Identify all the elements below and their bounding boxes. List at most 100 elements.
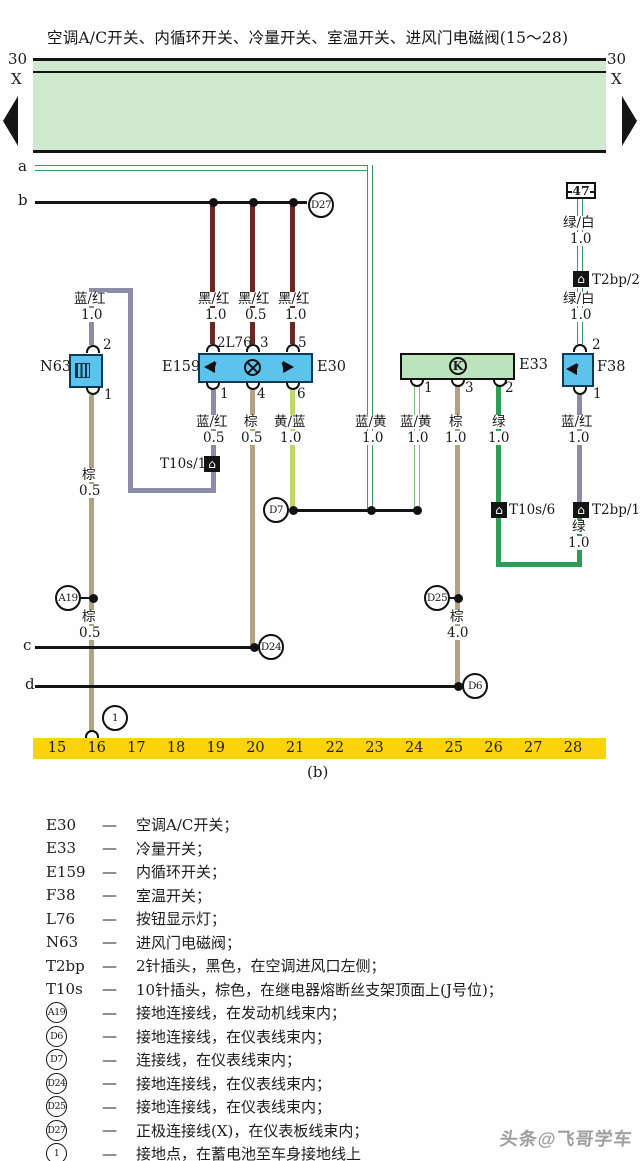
wire-e33-pin1 <box>414 386 420 512</box>
legend-desc: 10针插头，棕色，在继电器熔断丝支架顶面上(J号位)； <box>136 980 503 999</box>
wire-label: 4.0 <box>446 625 470 641</box>
pin-number: 1 <box>220 386 229 402</box>
legend-code: L76 <box>46 909 76 928</box>
rail-30-left: 30 <box>8 50 28 68</box>
legend-row: N63—进风门电磁阀； <box>46 931 241 955</box>
legend-row: D25—接地连接线，在仪表线束内； <box>46 1095 331 1119</box>
wire-label: 1.0 <box>569 307 593 323</box>
junction-dot <box>288 505 298 515</box>
legend-code-circle: D7 <box>46 1049 67 1071</box>
legend-desc: 内循环开关； <box>136 863 227 882</box>
connector-t10s6-icon: ⌂ <box>491 502 507 518</box>
connector-label: T10s/6 <box>509 502 556 518</box>
wire-label: 黑/红 <box>237 291 271 307</box>
thermo-switch-icon: K <box>449 357 467 375</box>
wire-label: 蓝/红 <box>560 414 594 430</box>
track-number: 24 <box>404 740 424 756</box>
junction-dot <box>248 197 258 207</box>
legend-code: T10s <box>46 980 83 999</box>
legend-row: D6—接地连接线，在仪表线束内； <box>46 1025 331 1049</box>
legend-row: 1—接地点，在蓄电池至车身接地线上 <box>46 1142 361 1161</box>
legend-desc: 室温开关； <box>136 886 212 905</box>
page-continue-right-icon <box>622 96 637 146</box>
component-label-n63: N63 <box>40 359 72 375</box>
wire-label: 1.0 <box>444 430 468 446</box>
wire-label: 绿/白 <box>562 215 596 231</box>
pin-number: 1 <box>424 380 433 396</box>
wire-black-red-2 <box>250 203 255 344</box>
power-rail-inner-line <box>33 71 606 73</box>
legend-dash: — <box>102 1003 117 1022</box>
junction-dot <box>453 593 463 603</box>
wire-label: 黑/红 <box>197 291 231 307</box>
bus-a-label: a <box>18 157 27 175</box>
legend-code-circle: A19 <box>46 1002 67 1024</box>
wire-label: 1.0 <box>204 307 228 323</box>
legend-code-circle: D27 <box>46 1119 67 1141</box>
legend-dash: — <box>102 1050 117 1069</box>
legend-code: E30 <box>46 815 77 834</box>
rail-x-right: X <box>611 70 622 88</box>
legend-dash: — <box>102 909 117 928</box>
legend-dash: — <box>102 933 117 952</box>
junction-d24: D24 <box>258 634 284 660</box>
wire-label: 1.0 <box>487 430 511 446</box>
junction-d25: D25 <box>424 585 450 611</box>
wire-green-e33-pin2 <box>496 386 501 505</box>
wire-label: 黄/蓝 <box>273 414 307 430</box>
ground-point-1: 1 <box>102 705 128 731</box>
connector-label: T2bp/2 <box>592 272 640 288</box>
legend-dash: — <box>102 1097 117 1116</box>
wire-label: 1.0 <box>80 307 104 323</box>
wire-bus-b <box>35 201 307 204</box>
wire-label: 棕 <box>448 414 464 430</box>
wire-black-red-3 <box>290 203 295 344</box>
track-number: 27 <box>524 740 543 756</box>
legend-dash: — <box>102 815 117 834</box>
component-label-e159: E159 <box>162 359 201 375</box>
track-number: 16 <box>87 740 106 756</box>
connector-t10s1-icon: ⌂ <box>204 456 220 472</box>
legend-row: T2bp—2针插头，黑色，在空调进风口左侧； <box>46 954 386 978</box>
a19-tick <box>81 597 93 600</box>
wire-bus-c <box>35 646 255 649</box>
figure-caption: (b) <box>307 763 329 781</box>
pin-arc <box>573 387 587 395</box>
switch-arrow-right-icon <box>283 361 294 373</box>
pin-arc <box>410 379 424 387</box>
wire-bus-a-drop <box>367 165 373 512</box>
legend-code-circle: D25 <box>46 1096 67 1118</box>
wire-label: 蓝/红 <box>73 291 107 307</box>
legend-row: E30—空调A/C开关； <box>46 813 238 837</box>
legend-row: D24—接地连接线，在仪表线束内； <box>46 1072 331 1096</box>
track-number: 18 <box>166 740 186 756</box>
pin-arc <box>493 379 507 387</box>
wire-label: 绿/白 <box>562 291 596 307</box>
legend-code: E159 <box>46 862 86 881</box>
connector-label: T10s/1 <box>160 456 207 472</box>
ground-terminal-icon <box>85 730 99 738</box>
track-number: 28 <box>563 740 583 756</box>
terminal-47-box: 47 <box>566 182 596 199</box>
track-number: 21 <box>285 740 305 756</box>
legend-desc: 冷量开关； <box>136 839 212 858</box>
pin-number: 2 <box>103 337 112 353</box>
legend-code: N63 <box>46 933 79 952</box>
wire-label: 0.5 <box>240 430 264 446</box>
page-title: 空调A/C开关、内循环开关、冷量开关、室温开关、进风门电磁阀(15～28) <box>47 29 569 47</box>
wire-label: 棕 <box>243 414 259 430</box>
wire-label: 绿 <box>571 519 587 535</box>
legend-dash: — <box>102 1144 117 1161</box>
junction-dot <box>412 505 422 515</box>
wire-black-red-1 <box>210 203 215 344</box>
component-label-e33: E33 <box>519 357 549 373</box>
junction-d7: D7 <box>263 497 289 523</box>
legend-code-circle: D6 <box>46 1025 67 1047</box>
track-number: 20 <box>246 740 265 756</box>
pin-arc <box>286 344 300 352</box>
junction-dot <box>208 197 218 207</box>
legend-row: E159—内循环开关； <box>46 860 226 884</box>
wire-blue-red-f38-pin1 <box>577 395 582 505</box>
legend-row: T10s—10针插头，棕色，在继电器熔断丝支架顶面上(J号位)； <box>46 978 503 1002</box>
